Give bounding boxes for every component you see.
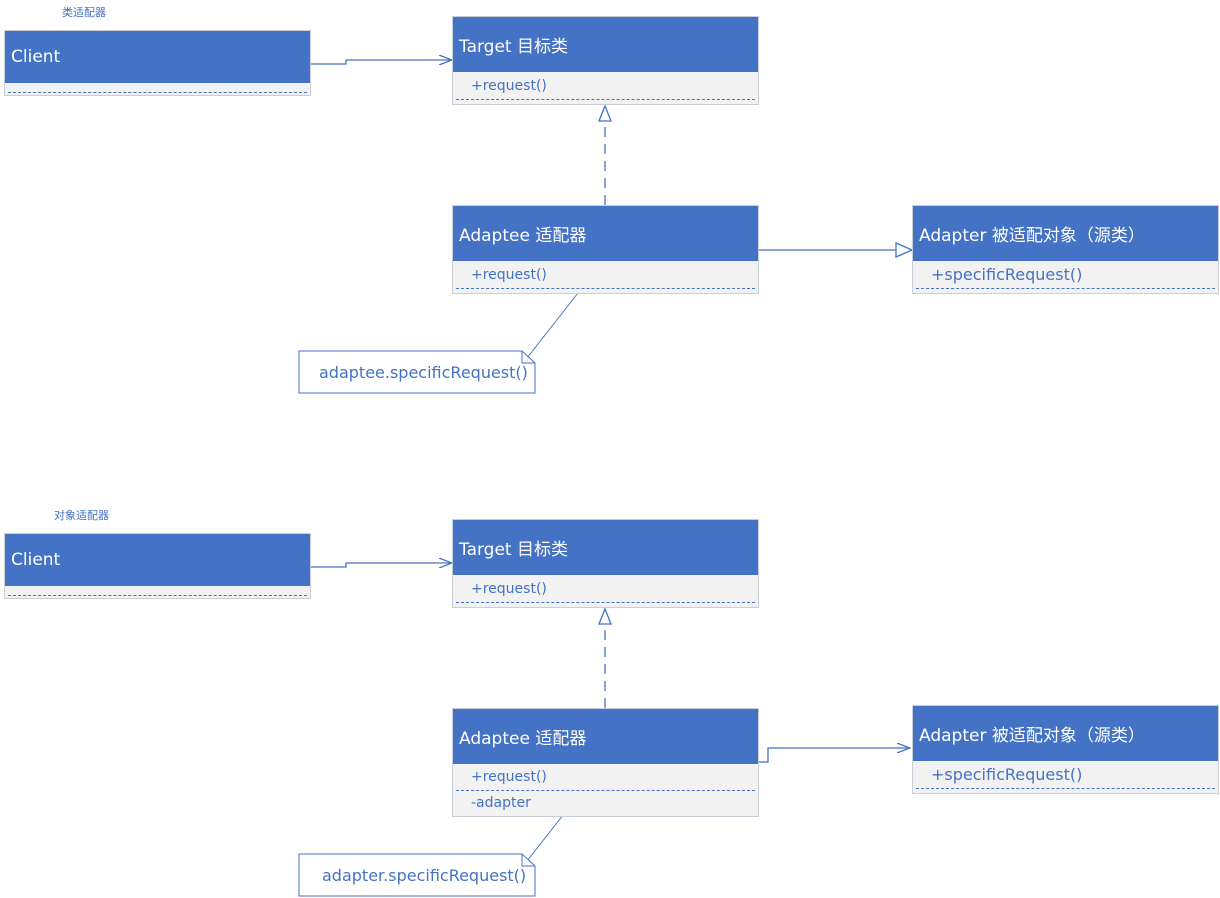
adaptee-operation: +request() xyxy=(456,261,755,289)
note-text-2: adapter.specificRequest() xyxy=(322,866,527,885)
note-anchor-1 xyxy=(526,283,586,359)
client-class-1[interactable]: Client xyxy=(4,30,311,96)
note-text-1: adaptee.specificRequest() xyxy=(319,363,528,382)
target-class-name: Target 目标类 xyxy=(453,520,758,575)
target-class-name: Target 目标类 xyxy=(453,17,758,72)
section1-caption: 类适配器 xyxy=(62,6,106,19)
client-attributes-divider xyxy=(8,586,307,596)
client-class-name: Client xyxy=(5,534,310,586)
adaptee-operation: +request() xyxy=(456,764,755,791)
adaptee-class-name: Adaptee 适配器 xyxy=(453,206,758,261)
association-adaptee-adapter-2 xyxy=(759,748,910,763)
adapter-class-name: Adapter 被适配对象（源类） xyxy=(913,206,1218,261)
section2-caption: 对象适配器 xyxy=(54,509,109,522)
target-operation: +request() xyxy=(456,575,755,603)
client-attributes-divider xyxy=(8,83,307,93)
realization-arrowhead-1 xyxy=(598,104,612,122)
association-client-target-1 xyxy=(311,60,452,64)
note-shape-2 xyxy=(298,853,536,897)
adaptee-class-2[interactable]: Adaptee 适配器 +request() -adapter xyxy=(452,708,759,817)
association-client-target-2 xyxy=(311,563,452,567)
realization-arrowhead-2 xyxy=(598,607,612,625)
note-shape-1 xyxy=(298,350,536,394)
client-class-name: Client xyxy=(5,31,310,83)
adapter-class-2[interactable]: Adapter 被适配对象（源类） +specificRequest() xyxy=(912,705,1219,794)
adapter-class-name: Adapter 被适配对象（源类） xyxy=(913,706,1218,761)
adapter-operation: +specificRequest() xyxy=(916,761,1215,789)
adaptee-field: -adapter xyxy=(471,795,531,811)
target-class-2[interactable]: Target 目标类 +request() xyxy=(452,519,759,608)
generalization-arrowhead-1 xyxy=(895,242,914,258)
target-operation: +request() xyxy=(456,72,755,100)
client-class-2[interactable]: Client xyxy=(4,533,311,599)
adaptee-class-1[interactable]: Adaptee 适配器 +request() xyxy=(452,205,759,294)
adapter-class-1[interactable]: Adapter 被适配对象（源类） +specificRequest() xyxy=(912,205,1219,294)
target-class-1[interactable]: Target 目标类 +request() xyxy=(452,16,759,105)
adaptee-class-name: Adaptee 适配器 xyxy=(453,709,758,764)
adapter-operation: +specificRequest() xyxy=(916,261,1215,289)
